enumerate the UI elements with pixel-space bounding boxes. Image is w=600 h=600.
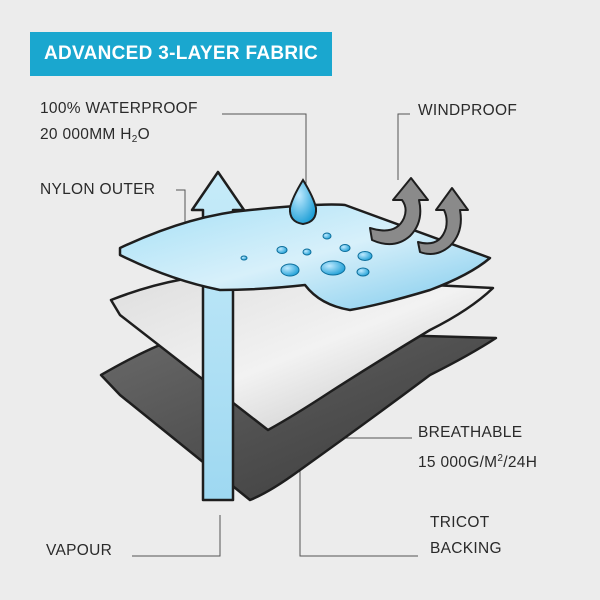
windproof-label: WINDPROOF <box>418 102 518 119</box>
breathable-label: BREATHABLE 15 000G/M2/24H <box>418 420 537 476</box>
waterproof-sub: 2 <box>131 134 138 145</box>
breathable-line2: 15 000G/M2/24H <box>418 446 537 476</box>
tricot-line1: TRICOT <box>430 514 490 531</box>
breathable-line1: BREATHABLE <box>418 424 523 441</box>
waterproof-line2: 20 000MM H2O <box>40 122 198 153</box>
breathable-rating: 15 000G/M <box>418 454 498 471</box>
title-banner: ADVANCED 3-LAYER FABRIC <box>30 32 332 76</box>
tricot-line2: BACKING <box>430 540 502 557</box>
wind-arrows-icon <box>369 177 469 255</box>
breathable-post: /24H <box>503 454 538 471</box>
leader-waterproof <box>222 113 307 186</box>
nylon-outer-label: NYLON OUTER <box>40 181 156 198</box>
arrow-overlaps <box>196 392 244 420</box>
leader-vapour <box>132 515 221 557</box>
waterproof-label: 100% WATERPROOF 20 000MM H2O <box>40 96 198 153</box>
leader-tricot <box>299 450 418 557</box>
waterproof-post: O <box>137 126 150 143</box>
water-drop-icon <box>288 178 318 226</box>
leader-windproof <box>397 113 410 180</box>
title-text: ADVANCED 3-LAYER FABRIC <box>44 43 318 64</box>
vapour-label: VAPOUR <box>46 542 113 559</box>
breathable-sup: 2 <box>497 453 504 464</box>
waterproof-line1: 100% WATERPROOF <box>40 100 198 117</box>
waterproof-rating: 20 000MM H <box>40 126 132 143</box>
water-beads <box>240 232 373 277</box>
tricot-label: TRICOT BACKING <box>430 510 502 562</box>
